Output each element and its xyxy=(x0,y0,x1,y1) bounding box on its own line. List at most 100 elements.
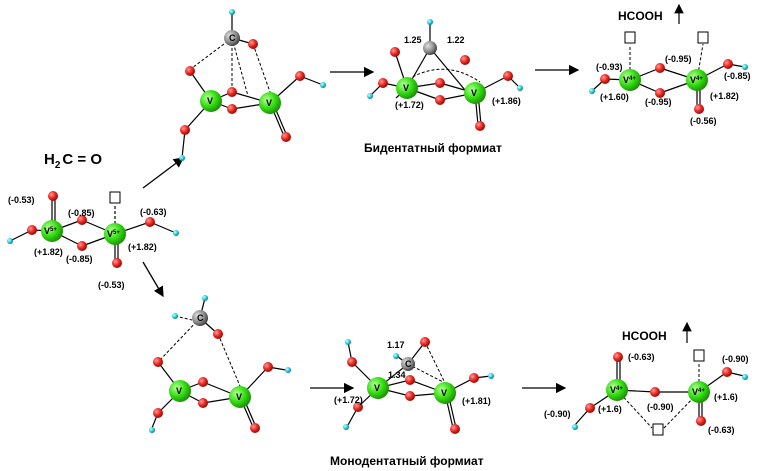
svg-text:V: V xyxy=(374,383,380,393)
charge-label: (-0.85) xyxy=(68,208,95,218)
oxygen-atom xyxy=(198,398,208,408)
charge-label: (-0.63) xyxy=(140,207,167,217)
bond-length-label: 1.34 xyxy=(388,370,406,380)
oxygen-atom xyxy=(600,74,610,84)
charge-label: (+1.72) xyxy=(395,100,424,110)
hydrogen-atom xyxy=(367,93,373,99)
hydrogen-atom xyxy=(742,374,748,380)
structure-monodentate: C V V 1.17 1.34 (+1.72) (+1.81) xyxy=(334,337,494,434)
oxygen-atom xyxy=(378,78,388,88)
oxygen-atom xyxy=(263,362,273,372)
hydrogen-atom xyxy=(343,424,349,430)
structure-bottom-right: V4+ V4+ (-0.63) (-0.90) (-0.90) (+1.6) (… xyxy=(544,349,749,436)
svg-text:V: V xyxy=(176,386,182,396)
hydrogen-atom xyxy=(345,339,351,345)
oxygen-atom xyxy=(295,71,305,81)
charge-label: (-0.53) xyxy=(98,280,125,290)
hydrogen-atom xyxy=(285,367,291,373)
oxygen-atom xyxy=(405,375,415,385)
carbon-atom xyxy=(192,310,208,326)
charge-label: (-0.63) xyxy=(708,425,735,435)
vacancy-square xyxy=(624,31,636,44)
oxygen-atom xyxy=(185,66,195,76)
charge-label: (-0.56) xyxy=(690,116,717,126)
svg-text:V: V xyxy=(471,88,477,98)
hydrogen-atom xyxy=(172,313,178,319)
carbon-atom xyxy=(423,41,437,55)
svg-text:V: V xyxy=(266,98,272,108)
oxygen-atom xyxy=(722,367,732,377)
svg-text:V4+: V4+ xyxy=(610,385,623,395)
product-formula-bottom: HCOOH xyxy=(622,329,667,343)
charge-label: (+1.86) xyxy=(492,96,521,106)
charge-label: (-0.90) xyxy=(647,402,674,412)
vacancy-square xyxy=(109,191,121,204)
structure-bottom-adsorbed: C V V xyxy=(149,295,291,433)
charge-label: (-0.90) xyxy=(722,354,749,364)
oxygen-atom xyxy=(405,391,415,401)
oxygen-atom xyxy=(213,329,223,339)
vanadium-atom xyxy=(259,92,281,114)
vanadium-atom xyxy=(688,381,710,403)
svg-text:C: C xyxy=(229,33,236,43)
svg-text:V4+: V4+ xyxy=(623,75,636,85)
oxygen-atom xyxy=(435,78,445,88)
svg-text:V5+: V5+ xyxy=(107,229,120,239)
oxygen-atom xyxy=(153,357,163,367)
arrow-up xyxy=(142,157,185,189)
vanadium-atom xyxy=(434,382,456,404)
vanadium-atom xyxy=(104,223,126,245)
svg-text:V4+: V4+ xyxy=(690,75,703,85)
oxygen-atom xyxy=(77,241,87,251)
oxygen-atom xyxy=(77,215,87,225)
arrow-down xyxy=(142,261,164,298)
hydrogen-atom xyxy=(393,353,399,359)
reaction-arrows xyxy=(142,64,580,394)
vacancy-square xyxy=(697,31,709,44)
oxygen-atom xyxy=(460,55,470,65)
oxygen-atom xyxy=(655,63,665,73)
oxygen-atom xyxy=(281,132,291,142)
charge-label: (+1.82) xyxy=(128,242,157,252)
vanadium-atom xyxy=(367,377,389,399)
oxygen-atom xyxy=(112,258,122,268)
hydrogen-atom xyxy=(427,19,433,25)
hydrogen-atom xyxy=(517,85,523,91)
oxygen-atom xyxy=(469,373,479,383)
hydrogen-atom xyxy=(173,230,179,236)
vacancy-square xyxy=(693,349,705,362)
hydrogen-atom xyxy=(572,424,578,430)
caption-bidentate: Бидентатный формиат xyxy=(364,141,502,155)
vanadium-atom xyxy=(169,380,191,402)
vanadium-atom xyxy=(229,386,251,408)
charge-label: (-0.95) xyxy=(645,97,672,107)
hydrogen-atom xyxy=(488,373,494,379)
svg-text:V4+: V4+ xyxy=(692,387,705,397)
oxygen-atom xyxy=(723,59,733,69)
carbon-atom xyxy=(224,30,240,46)
hydrogen-atom xyxy=(179,155,185,161)
oxygen-atom xyxy=(696,416,706,426)
caption-monodentate: Монодентатный формиат xyxy=(330,454,484,468)
oxygen-atom xyxy=(420,337,430,347)
oxygen-atom xyxy=(390,47,400,57)
svg-text:V: V xyxy=(441,388,447,398)
oxygen-atom xyxy=(450,424,460,434)
charge-label: (+1.60) xyxy=(600,92,629,102)
oxygen-atom xyxy=(503,71,513,81)
svg-text:V: V xyxy=(207,96,213,106)
oxygen-atom xyxy=(613,352,623,362)
oxygen-atom xyxy=(655,88,665,98)
oxygen-atom xyxy=(347,357,357,367)
vanadium-atom xyxy=(464,82,486,104)
charge-label: (+1.6) xyxy=(598,404,622,414)
charge-label: (-0.53) xyxy=(8,195,35,205)
oxygen-atom xyxy=(227,87,237,97)
oxygen-atom xyxy=(145,217,155,227)
oxygen-atom xyxy=(585,403,595,413)
bond-length-label: 1.22 xyxy=(447,35,465,45)
oxygen-atom xyxy=(353,402,363,412)
vacancy-square xyxy=(652,423,664,436)
oxygen-atom xyxy=(198,377,208,387)
